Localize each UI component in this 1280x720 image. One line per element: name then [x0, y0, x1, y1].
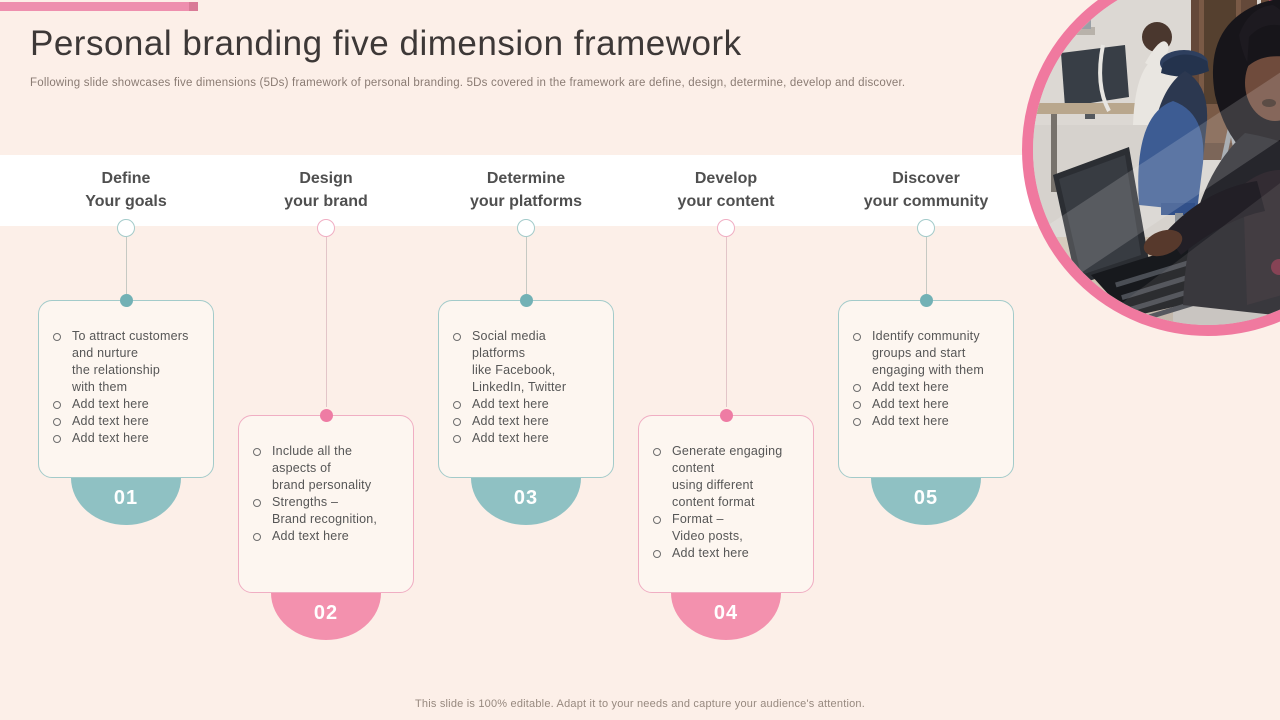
step-number-badge: 05: [871, 478, 981, 525]
card-discover: Identify community groups and start enga…: [838, 294, 1014, 478]
column-header-develop: Develop your content: [677, 170, 775, 210]
step-number-badge: 01: [71, 478, 181, 525]
bullet-list: Identify community groups and start enga…: [839, 301, 1013, 430]
bullet-item: Social media platforms like Facebook, Li…: [453, 328, 607, 396]
connector-line: [326, 237, 327, 407]
card-dot: [720, 409, 733, 422]
bullet-item: Add text here: [453, 396, 607, 413]
page-title: Personal branding five dimension framewo…: [30, 24, 742, 63]
bullet-item: Add text here: [53, 396, 207, 413]
bullet-item: Add text here: [453, 430, 607, 447]
card-dot: [920, 294, 933, 307]
bullet-item: Generate engaging content using differen…: [653, 443, 807, 511]
top-accent-bar-tip: [189, 2, 198, 11]
slide-subtitle: Following slide showcases five dimension…: [30, 77, 906, 89]
bullet-item: Identify community groups and start enga…: [853, 328, 1007, 379]
timeline-node-circle: [917, 219, 935, 237]
bullet-item: Add text here: [853, 379, 1007, 396]
timeline-node-circle: [317, 219, 335, 237]
card-determine: Social media platforms like Facebook, Li…: [438, 294, 614, 478]
bullet-item: Format – Video posts,: [653, 511, 807, 545]
bullet-item: Add text here: [853, 413, 1007, 430]
timeline-node-circle: [517, 219, 535, 237]
column-header-discover: Discover your community: [863, 170, 989, 210]
step-number-badge: 02: [271, 593, 381, 640]
step-number-badge: 04: [671, 593, 781, 640]
bullet-list: Include all the aspects of brand persona…: [239, 416, 413, 545]
card-develop: Generate engaging content using differen…: [638, 409, 814, 593]
connector-line: [126, 237, 127, 294]
card-define: To attract customers and nurture the rel…: [38, 294, 214, 478]
footer-note: This slide is 100% editable. Adapt it to…: [415, 698, 865, 710]
timeline-node-circle: [717, 219, 735, 237]
timeline-node-circle: [117, 219, 135, 237]
connector-line: [726, 237, 727, 407]
column-header-determine: Determine your platforms: [469, 170, 582, 210]
connector-line: [926, 237, 927, 294]
bullet-list: Generate engaging content using differen…: [639, 416, 813, 562]
bullet-list: Social media platforms like Facebook, Li…: [439, 301, 613, 447]
card-dot: [520, 294, 533, 307]
column-header-define: Define Your goals: [85, 170, 167, 210]
office-photo-illustration: [1033, 0, 1280, 325]
bullet-list: To attract customers and nurture the rel…: [39, 301, 213, 447]
card-dot: [320, 409, 333, 422]
bullet-item: Add text here: [653, 545, 807, 562]
card-dot: [120, 294, 133, 307]
bullet-item: Add text here: [453, 413, 607, 430]
connector-line: [526, 237, 527, 294]
column-header-design: Design your brand: [284, 170, 368, 210]
top-accent-bar: [0, 2, 189, 11]
bullet-item: Strengths – Brand recognition,: [253, 494, 407, 528]
bullet-item: To attract customers and nurture the rel…: [53, 328, 207, 396]
step-number-badge: 03: [471, 478, 581, 525]
bullet-item: Add text here: [853, 396, 1007, 413]
bullet-item: Add text here: [53, 413, 207, 430]
bullet-item: Add text here: [53, 430, 207, 447]
bullet-item: Add text here: [253, 528, 407, 545]
office-photo: [1022, 0, 1280, 336]
card-design: Include all the aspects of brand persona…: [238, 409, 414, 593]
bullet-item: Include all the aspects of brand persona…: [253, 443, 407, 494]
